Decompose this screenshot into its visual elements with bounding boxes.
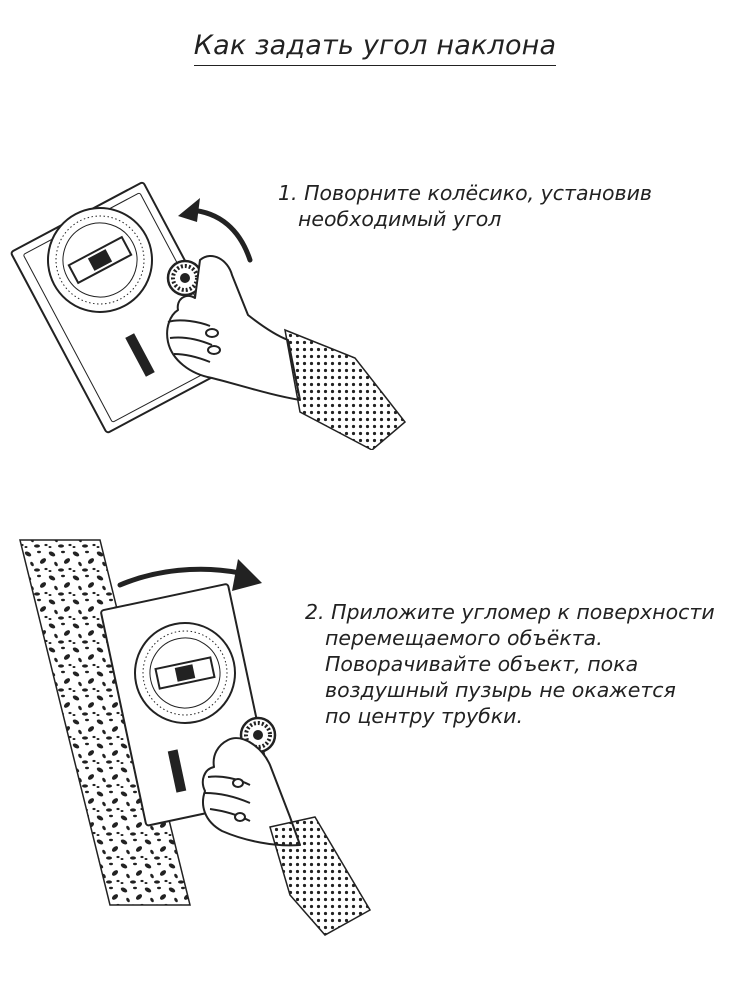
- step-2-line-3: Поворачивайте объект, пока: [325, 652, 639, 676]
- rotate-arrow-cw-icon: [117, 566, 243, 588]
- protractor-dial: [134, 622, 236, 724]
- sleeve: [284, 328, 407, 450]
- step-2-line-1: 2. Приложите угломер к поверхности: [305, 600, 715, 624]
- sleeve: [269, 816, 372, 936]
- step-2-line-2: перемещаемого объёкта.: [325, 626, 603, 650]
- protractor-on-surface-illustration: [19, 539, 372, 936]
- step-2-line-4: воздушный пузырь не окажется: [325, 678, 676, 702]
- protractor-slot: [125, 333, 155, 377]
- step-1-line-2: необходимый угол: [298, 207, 502, 231]
- step-2-text: 2. Приложите угломер к поверхности перем…: [305, 599, 715, 729]
- step-1-text: 1. Поворните колёсико, установив необход…: [278, 180, 652, 232]
- page-title: Как задать угол наклона: [0, 30, 750, 66]
- protractor-slot: [167, 749, 187, 793]
- rotate-arrow-ccw-icon: [187, 207, 253, 263]
- hand-turning-dial-illustration: [10, 181, 407, 450]
- step-2-line-5: по центру трубки.: [325, 704, 523, 728]
- hand: [166, 255, 301, 401]
- hand: [201, 737, 301, 847]
- step-1-line-1: 1. Поворните колёсико, установив: [278, 181, 652, 205]
- page-title-text: Как задать угол наклона: [193, 30, 557, 66]
- protractor-dial: [47, 207, 153, 313]
